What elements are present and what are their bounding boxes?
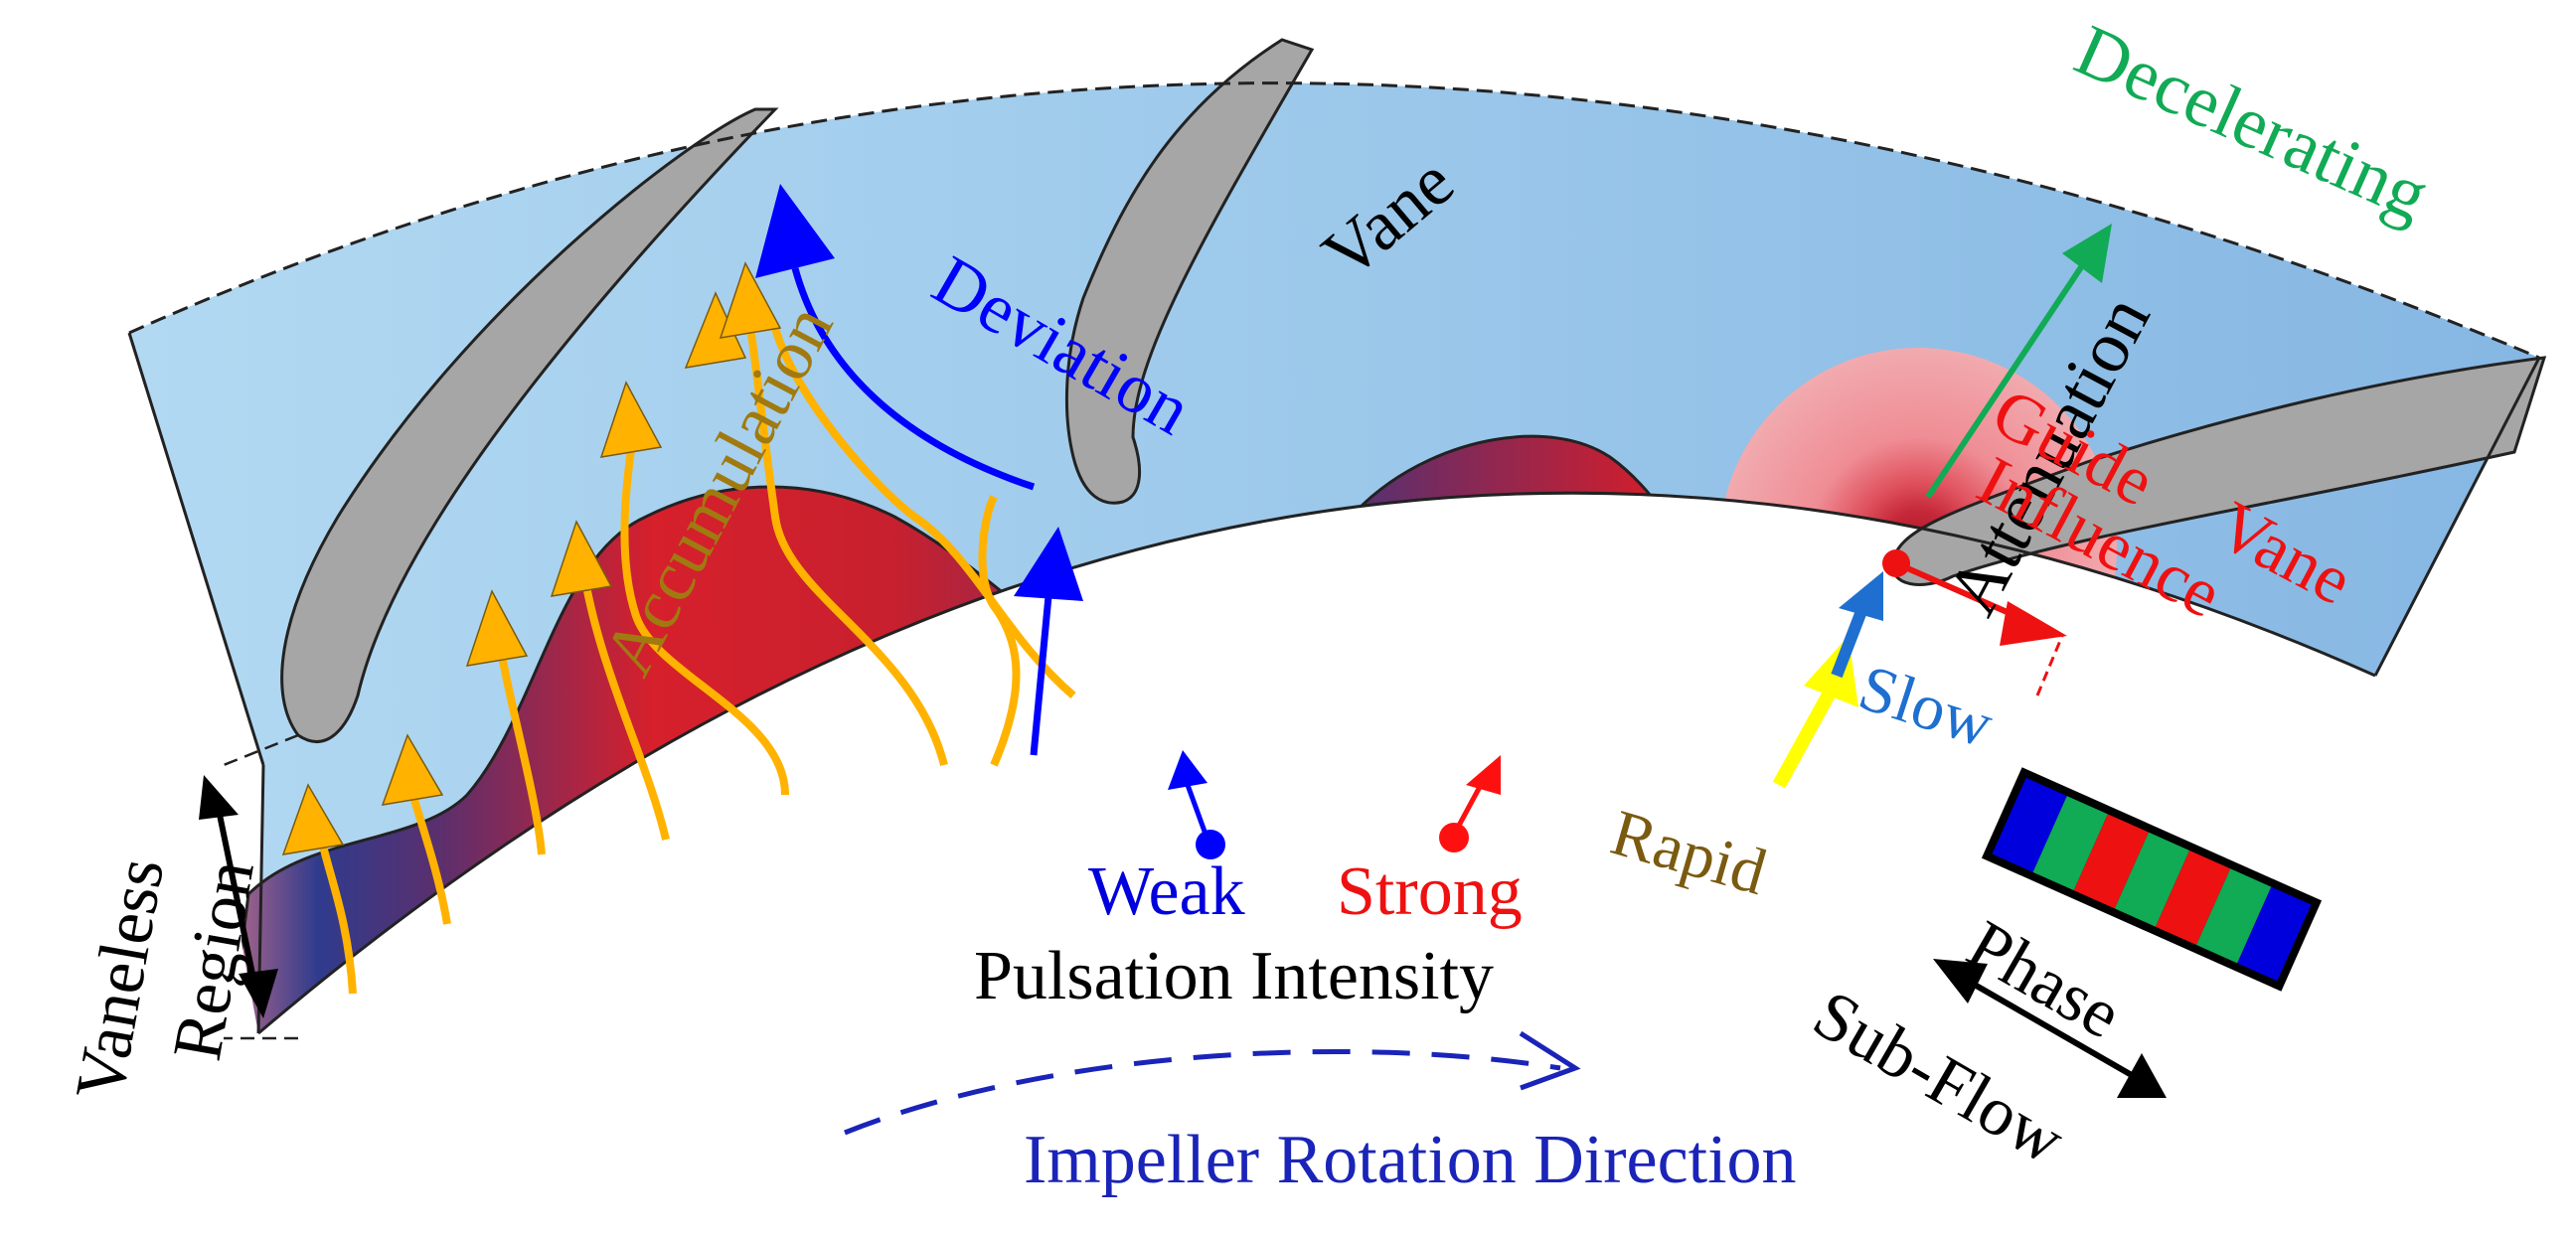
label-rapid: Rapid	[1603, 796, 1774, 909]
phase-bar-segment	[2032, 796, 2108, 891]
accumulation-streamlines	[314, 326, 1076, 995]
label-phase: Phase	[1955, 906, 2134, 1053]
label-strong: Strong	[1337, 853, 1523, 930]
phase-bar-segment	[2073, 814, 2149, 909]
phase-bar-segment	[2114, 832, 2190, 927]
streamline-arrowheads	[281, 261, 782, 855]
label-impeller-rotation: Impeller Rotation Direction	[1024, 1122, 1797, 1198]
slow-arrowhead	[1839, 571, 1883, 621]
label-vaneless: Vaneless	[62, 852, 179, 1106]
phase-subflow-arrow	[1933, 959, 2167, 1098]
phase-bar-segment	[1992, 777, 2067, 872]
phase-bar-segment	[2155, 850, 2231, 946]
deviation-arrowhead	[755, 184, 835, 278]
label-weak: Weak	[1088, 853, 1245, 930]
phase-bar-segment	[2196, 868, 2272, 964]
vaneless-region-arrow	[199, 775, 278, 1018]
phase-bar-segment	[2237, 886, 2312, 982]
label-pulsation-intensity: Pulsation Intensity	[974, 938, 1494, 1014]
vane-middle	[1064, 38, 1315, 505]
impeller-rotation-arrow	[844, 1048, 1561, 1136]
decelerating-arrowhead	[2062, 224, 2112, 283]
label-slow: Slow	[1851, 651, 2002, 761]
label-decelerating: Decelerating	[2064, 10, 2441, 237]
phase-bar	[1981, 767, 2323, 992]
